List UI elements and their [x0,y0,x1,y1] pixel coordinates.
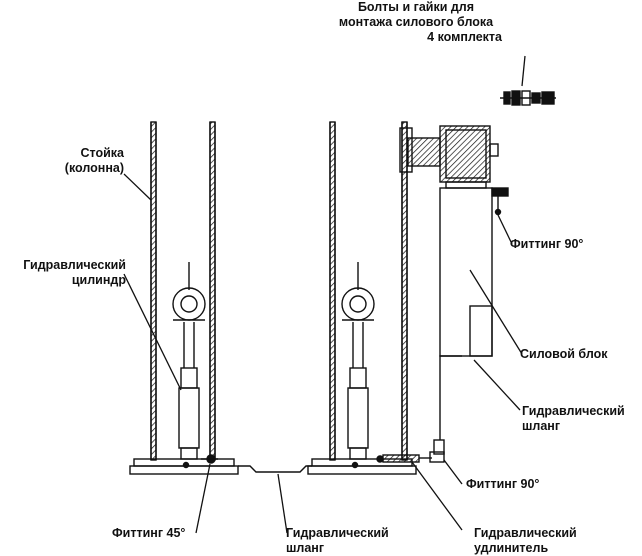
power-unit-label: Силовой блок [520,347,608,361]
bolts-label: Болты и гайки для монтажа силового блока… [330,0,502,45]
right-base-foot [307,465,417,475]
fitting-90-bottom-label: Фиттинг 90° [466,477,540,491]
right-hose [439,355,462,440]
fitting-45-label: Фиттинг 45° [112,526,186,540]
hose-right-label-line-2: шланг [522,419,561,433]
column-label: Стойка (колонна) [54,146,124,176]
cylinder-label: Гидравлический цилиндр [14,258,126,288]
column-label-line-2: (колонна) [64,161,124,175]
hose-right-label-line-1: Гидравлический [522,404,625,418]
hose-bottom-label-line-1: Гидравлический [286,526,389,540]
leader-lines [123,55,526,534]
bolts-label-line-2: монтажа силового блока [338,15,494,29]
bolts-label-line-3: 4 комплекта [427,30,502,44]
hose-bottom-label-line-2: шланг [286,541,325,555]
right-post [329,121,408,461]
bottom-hose [238,465,312,473]
extension-label: Гидравлический удлинитель [474,526,577,556]
power-unit-shape [399,90,556,357]
hose-bottom-label: Гидравлический шланг [286,526,389,556]
hose-right-label: Гидравлический шланг [522,404,625,434]
cylinder-label-line-1: Гидравлический [23,258,126,272]
left-cylinder [172,262,218,469]
fitting-90-bottom-shape [429,439,445,463]
bolts-label-line-1: Болты и гайки для [357,0,475,14]
extension-hose [382,454,432,463]
extension-label-line-1: Гидравлический [474,526,577,540]
left-post [150,121,216,461]
extension-label-line-2: удлинитель [474,541,549,555]
right-cylinder [341,262,384,469]
cylinder-label-line-2: цилиндр [71,273,126,287]
column-label-line-1: Стойка [80,146,124,160]
fitting-90-top-label: Фиттинг 90° [510,237,584,251]
